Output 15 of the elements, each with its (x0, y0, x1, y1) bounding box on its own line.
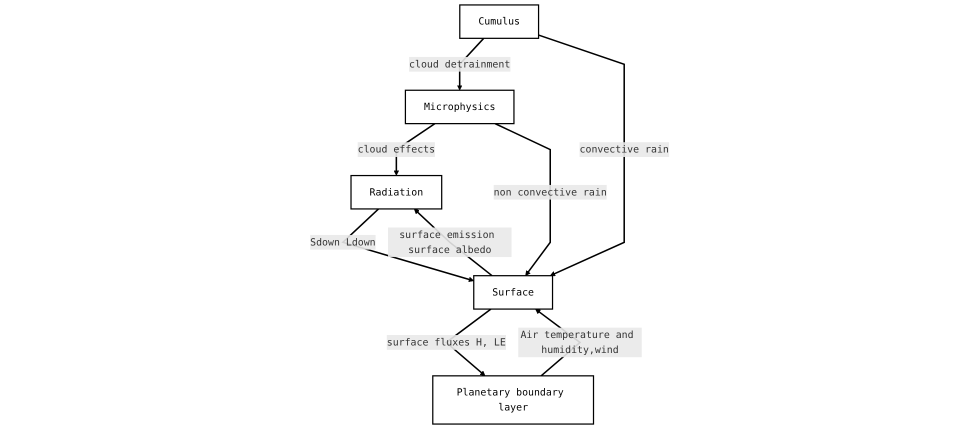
arrow (494, 122, 551, 276)
node-box: Radiation (350, 174, 442, 210)
edge-label: surface fluxes H, LE (386, 336, 506, 348)
edge-label: cloud effects (358, 143, 436, 156)
edge-label: cloud detrainment (409, 58, 510, 70)
arrow (538, 34, 625, 276)
edge-label: Air temperature and humidity,wind (520, 328, 634, 356)
edge-label: surface emission surface albedo (399, 228, 494, 256)
node-box: Planetary boundary layer (432, 375, 594, 425)
edge-label: Sdown Ldown (310, 236, 376, 248)
node-box: Cumulus (459, 4, 540, 39)
node-box: Microphysics (404, 90, 515, 124)
edge-label: convective rain (580, 143, 669, 156)
edge-label: non convective rain (494, 186, 607, 198)
node-box: Surface (473, 275, 554, 310)
